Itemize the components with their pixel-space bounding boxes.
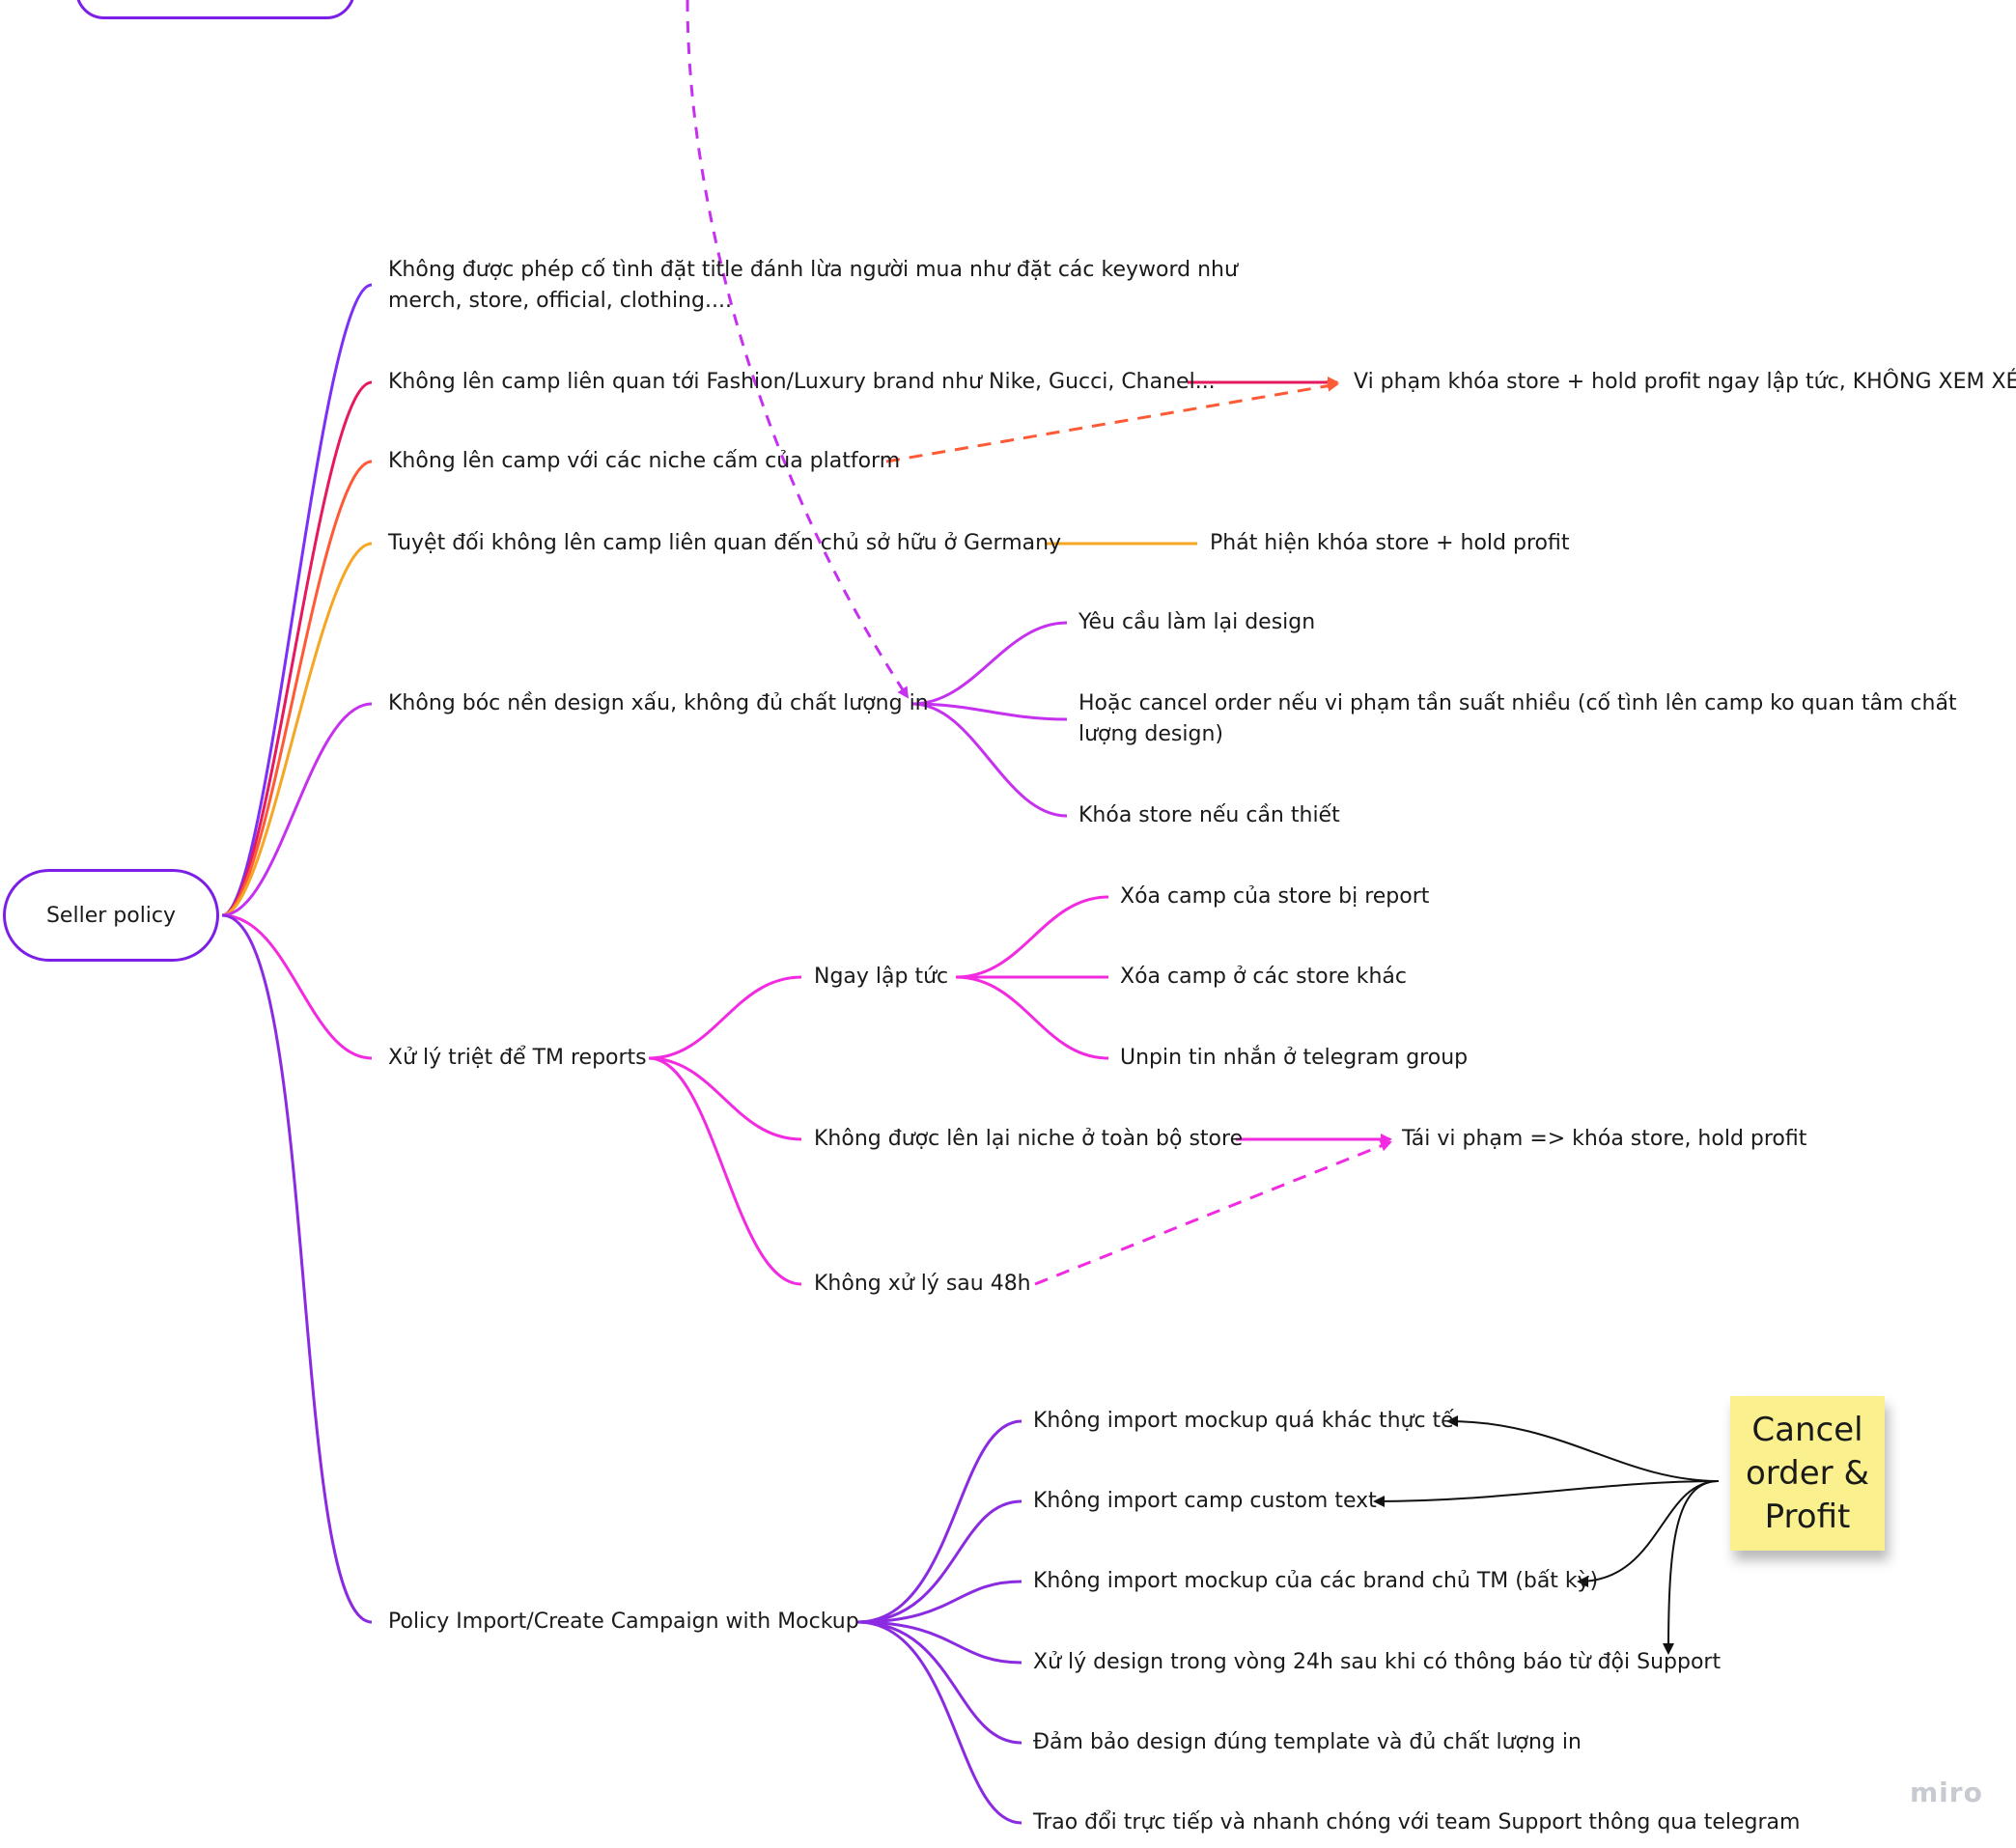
consequence-germany[interactable]: Phát hiện khóa store + hold profit <box>1210 531 1570 555</box>
mockup-child-connector <box>856 1620 1022 1745</box>
miro-watermark: miro <box>1910 1777 1983 1808</box>
design-child-connector <box>911 702 1068 818</box>
niche-dashed-arrow <box>885 379 1339 463</box>
branch-connector-niche <box>221 460 373 917</box>
sticky-arrow <box>1663 1480 1720 1655</box>
tm-child-no-relaunch[interactable]: Không được lên lại niche ở toàn bộ store <box>814 1127 1244 1151</box>
branch-germany-owner[interactable]: Tuyệt đối không lên camp liên quan đến c… <box>388 531 1062 555</box>
immediate-child-delete-camp[interactable]: Xóa camp của store bị report <box>1120 884 1430 909</box>
branch-design-quality[interactable]: Không bóc nền design xấu, không đủ chất … <box>388 691 929 715</box>
mockup-child-5[interactable]: Đảm bảo design đúng template và đủ chất … <box>1033 1730 1582 1754</box>
branch-connector-title <box>221 283 373 917</box>
tm-child-connector <box>648 1056 802 1286</box>
immediate-child-connector <box>955 895 1109 979</box>
sticky-note[interactable]: Cancel order & Profit <box>1730 1396 1885 1551</box>
branch-connector-design <box>221 702 373 917</box>
sticky-arrow <box>1446 1415 1720 1482</box>
consequence-fashion[interactable]: Vi phạm khóa store + hold profit ngay lậ… <box>1354 370 2016 394</box>
tm-repeat-violation[interactable]: Tái vi phạm => khóa store, hold profit <box>1402 1127 1807 1151</box>
design-child-connector <box>911 621 1068 706</box>
branch-tm-reports[interactable]: Xử lý triệt để TM reports <box>388 1046 647 1070</box>
branch-banned-niche[interactable]: Không lên camp với các niche cấm của pla… <box>388 449 901 473</box>
branch-connector-germany <box>221 542 373 917</box>
mockup-child-1[interactable]: Không import mockup quá khác thực tế <box>1033 1409 1454 1433</box>
design-child-redo[interactable]: Yêu cầu làm lại design <box>1078 610 1316 634</box>
branch-title-keywords[interactable]: Không được phép cố tình đặt title đánh l… <box>388 258 1238 313</box>
tm-child-immediate[interactable]: Ngay lập tức <box>814 965 949 989</box>
root-node-seller-policy[interactable]: Seller policy <box>3 869 219 962</box>
mockup-child-3[interactable]: Không import mockup của các brand chủ TM… <box>1033 1569 1599 1593</box>
mockup-child-connector <box>856 1419 1022 1624</box>
immediate-child-connector <box>955 975 1109 1060</box>
mockup-child-6[interactable]: Trao đổi trực tiếp và nhanh chóng với te… <box>1033 1810 1801 1834</box>
no-handle-dashed-arrow <box>1034 1140 1392 1286</box>
design-child-cancel-order[interactable]: Hoặc cancel order nếu vi phạm tần suất n… <box>1078 691 1957 746</box>
offscreen-top-node[interactable] <box>75 0 355 19</box>
immediate-child-unpin[interactable]: Unpin tin nhắn ở telegram group <box>1120 1046 1469 1070</box>
sticky-arrow <box>1577 1480 1720 1587</box>
design-child-connector <box>911 702 1068 721</box>
mockup-child-connector <box>856 1620 1022 1825</box>
mockup-child-2[interactable]: Không import camp custom text <box>1033 1489 1377 1513</box>
mockup-child-connector <box>856 1580 1022 1624</box>
tm-child-no-handle-48h[interactable]: Không xử lý sau 48h <box>814 1272 1031 1296</box>
branch-mockup-policy[interactable]: Policy Import/Create Campaign with Mocku… <box>388 1610 859 1634</box>
sticky-note-text: Cancel order & Profit <box>1746 1410 1869 1536</box>
tm-child-connector <box>648 975 802 1060</box>
mockup-child-connector <box>856 1499 1022 1624</box>
branch-fashion-luxury[interactable]: Không lên camp liên quan tới Fashion/Lux… <box>388 370 1216 394</box>
branch-connector-mockup <box>221 913 373 1624</box>
immediate-child-delete-other-stores[interactable]: Xóa camp ở các store khác <box>1120 965 1407 989</box>
mockup-child-4[interactable]: Xử lý design trong vòng 24h sau khi có t… <box>1033 1650 1722 1674</box>
root-label: Seller policy <box>45 903 177 928</box>
branch-connector-fashion <box>221 380 373 917</box>
mockup-child-connector <box>856 1620 1022 1665</box>
sticky-arrow <box>1373 1480 1720 1507</box>
top-dashed-arrow <box>686 0 910 699</box>
tm-child-connector <box>648 1056 802 1141</box>
branch-connector-tm <box>221 913 373 1060</box>
design-child-lock-store[interactable]: Khóa store nếu cần thiết <box>1078 803 1340 827</box>
